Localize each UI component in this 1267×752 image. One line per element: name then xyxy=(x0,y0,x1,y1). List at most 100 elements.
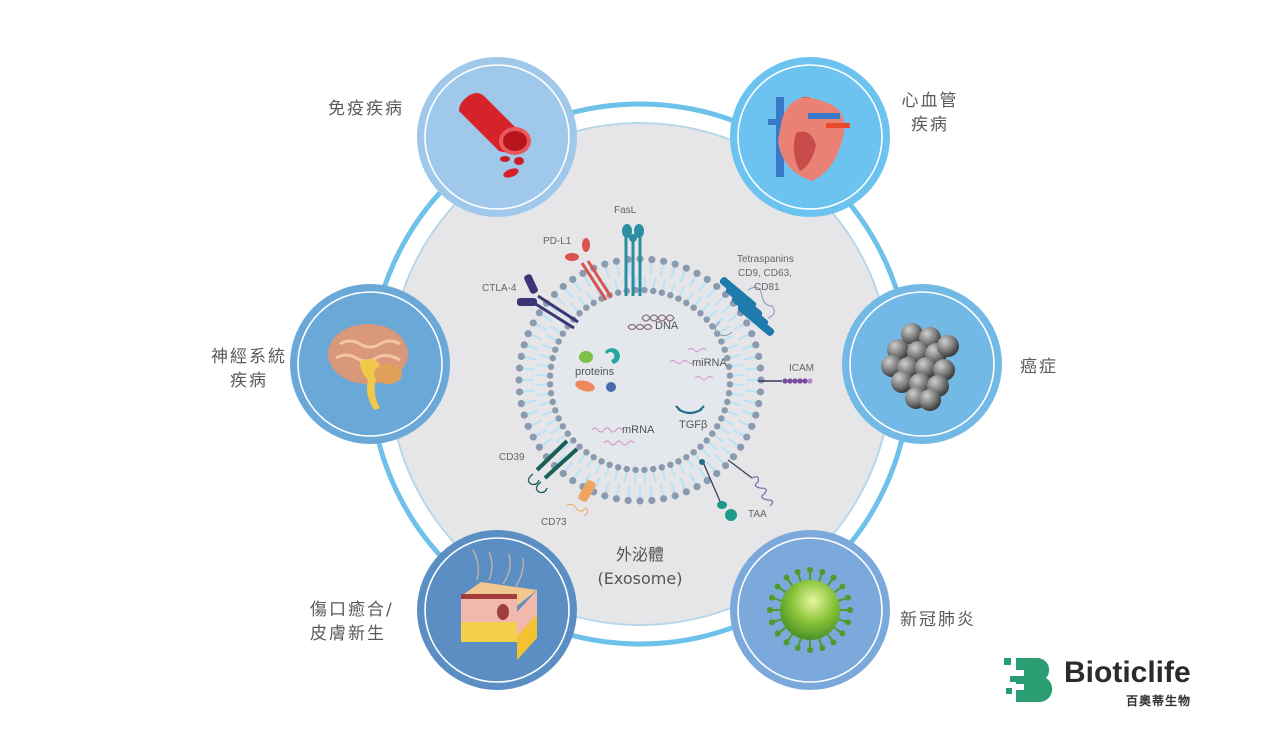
lipid-head xyxy=(579,269,587,277)
lipid-head xyxy=(713,469,721,478)
fasl-label: FasL xyxy=(614,205,637,216)
lipid-head xyxy=(650,287,657,295)
lipid-head xyxy=(520,341,528,349)
lipid-head xyxy=(667,461,674,468)
lipid-head xyxy=(755,352,763,360)
lipid-head xyxy=(547,390,555,397)
lipid-head xyxy=(713,423,721,430)
cd39-label: CD39 xyxy=(499,452,525,463)
disease-circle-inner-ring xyxy=(737,64,883,210)
lipid-head xyxy=(559,330,567,337)
lipid-head xyxy=(517,400,525,408)
lipid-head xyxy=(549,398,556,406)
lipid-head xyxy=(559,282,567,291)
lipid-head xyxy=(703,275,711,283)
lipid-head xyxy=(515,364,524,372)
mirna-label: miRNA xyxy=(692,357,727,369)
taa-molecule xyxy=(699,459,774,521)
lipid-head xyxy=(667,292,674,299)
lipid-head xyxy=(535,443,543,451)
lipid-head xyxy=(552,346,559,353)
skin-layers-icon xyxy=(461,549,537,660)
lipid-head xyxy=(550,290,559,299)
lipid-head xyxy=(598,458,605,465)
lipid-head xyxy=(641,466,648,474)
lipid-head xyxy=(660,495,668,503)
mirna-icon xyxy=(669,347,714,381)
lipid-head xyxy=(725,363,733,370)
lipid-head xyxy=(535,309,543,317)
lipid-head xyxy=(671,260,679,268)
virus-icon xyxy=(767,567,853,653)
tetraspanins-label-line3: CD81 xyxy=(754,282,780,293)
lipid-head xyxy=(743,319,751,327)
heart-icon xyxy=(768,97,850,181)
lipid-head xyxy=(614,464,622,471)
lipid-head xyxy=(709,430,716,437)
cd73-label: CD73 xyxy=(541,517,567,528)
lipid-head xyxy=(756,388,765,396)
disease-circle-cardio xyxy=(730,57,890,217)
proteins-label: proteins xyxy=(575,366,615,378)
exosome-lumen xyxy=(554,294,726,466)
lipid-head xyxy=(755,400,763,408)
lipid-head xyxy=(583,304,590,311)
lipid-head xyxy=(690,304,697,311)
disease-label-covid: 新冠肺炎 xyxy=(900,608,1000,632)
disease-circle-cancer xyxy=(842,284,1002,444)
disease-circle-wound xyxy=(417,530,577,690)
disease-circle-inner-ring xyxy=(424,537,570,683)
lipid-head xyxy=(583,449,590,456)
icam-label: ICAM xyxy=(789,363,814,374)
fasl-molecule xyxy=(622,224,644,296)
lipid-head xyxy=(552,407,559,414)
lipid-head xyxy=(576,310,583,317)
tetraspanins-label-line1: Tetraspanins xyxy=(737,254,794,265)
lipid-head xyxy=(660,257,668,265)
mrna-icon xyxy=(591,427,635,446)
dna-label: DNA xyxy=(655,320,679,332)
label-line: 心血管 xyxy=(901,91,959,111)
lipid-head xyxy=(529,319,537,327)
lipid-head xyxy=(675,295,682,302)
lipid-head xyxy=(648,255,656,264)
lipid-head xyxy=(724,398,731,406)
dna-icon xyxy=(627,314,675,331)
lipid-head xyxy=(555,338,562,345)
ctla4-molecule xyxy=(517,274,579,330)
lipid-head xyxy=(675,458,682,465)
label-line: 新冠肺炎 xyxy=(900,610,976,630)
lipid-head xyxy=(683,299,690,307)
logo-mark-icon xyxy=(1004,658,1053,703)
lipid-head xyxy=(559,469,567,478)
lipid-head xyxy=(529,433,537,441)
lipid-head xyxy=(547,363,555,370)
lipid-head xyxy=(564,430,571,437)
logo-wordmark: Bioticlife xyxy=(1064,656,1191,689)
lipid-head xyxy=(650,465,657,473)
lipid-head xyxy=(515,376,523,384)
lipid-head xyxy=(590,299,597,307)
lipid-head xyxy=(690,449,697,456)
lipid-head xyxy=(524,330,532,338)
lipid-head xyxy=(721,407,728,414)
bioticlife-logo: Bioticlife 百奧蒂生物 xyxy=(1002,652,1232,712)
lipid-head xyxy=(718,415,725,422)
ctla4-label: CTLA-4 xyxy=(482,283,517,294)
lipid-head xyxy=(683,453,690,461)
lipid-head xyxy=(693,269,701,277)
tumor-cells-icon xyxy=(881,323,959,411)
lipid-head xyxy=(570,437,577,444)
exosome-title-english: (Exosome) xyxy=(597,569,683,588)
pdl1-label: PD-L1 xyxy=(543,236,572,247)
label-line: 疾病 xyxy=(230,371,268,391)
tetraspanins-molecule xyxy=(714,277,775,337)
lipid-head xyxy=(748,422,756,430)
lipid-head xyxy=(658,289,666,296)
disease-label-cancer: 癌症 xyxy=(1020,355,1080,379)
label-line: 癌症 xyxy=(1020,357,1058,377)
lipid-head xyxy=(549,354,556,362)
lipid-head xyxy=(721,346,728,353)
proteins-icon xyxy=(575,348,620,392)
lipid-head xyxy=(636,497,644,505)
